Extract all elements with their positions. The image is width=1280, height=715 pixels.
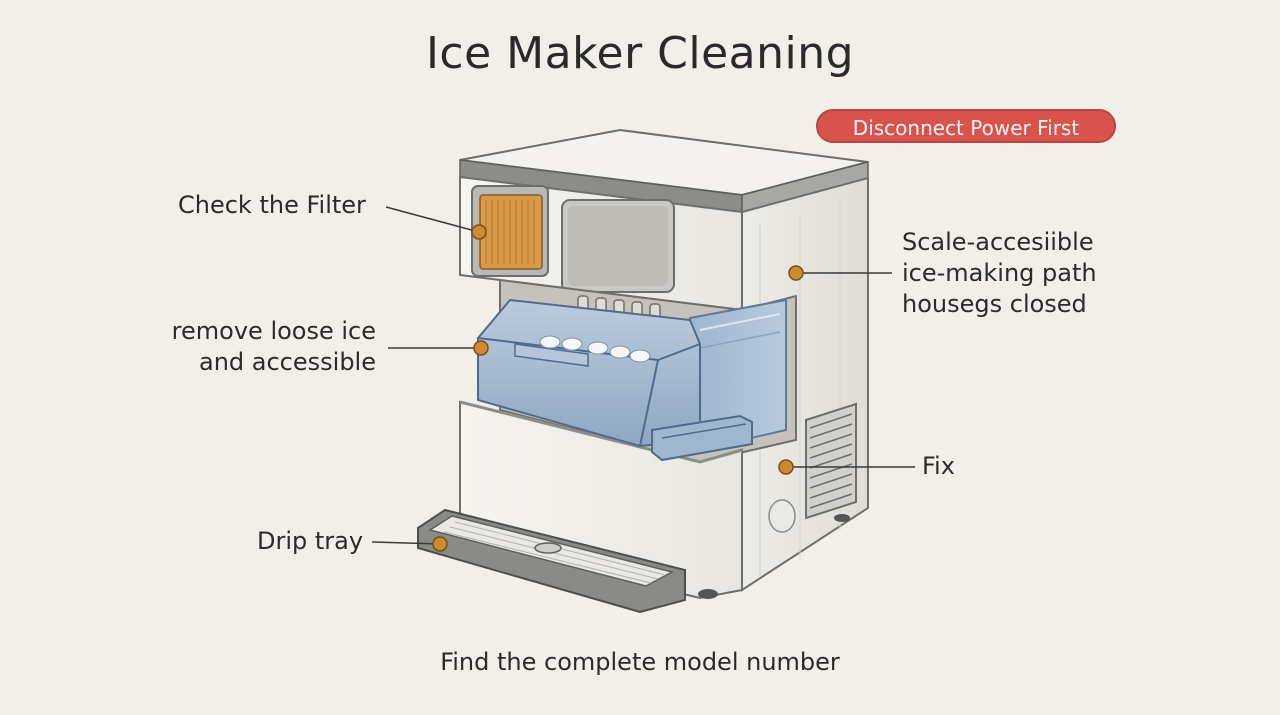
label-remove-loose-ice: remove loose ice and accessible (150, 316, 376, 378)
control-window (561, 199, 675, 293)
label-fix: Fix (922, 452, 955, 480)
callout-markers (432, 224, 804, 552)
label-ice-making-path: Scale-accesiible ice-making path housegs… (902, 227, 1097, 320)
ice-cubes (539, 335, 651, 363)
filter-cartridge-icon (479, 194, 543, 270)
label-ice-path-line-1: Scale-accesiible (902, 228, 1094, 256)
label-remove-loose-ice-line-1: remove loose ice (171, 317, 376, 345)
drip-tray (417, 508, 686, 614)
label-check-filter: Check the Filter (178, 191, 366, 219)
ice-scoop-tray (651, 414, 753, 462)
fix-marker (778, 459, 794, 475)
label-remove-loose-ice-line-2: and accessible (199, 348, 376, 376)
callout-leader-lines (371, 206, 915, 545)
vent-grille-icon (805, 402, 857, 520)
machine-feet (698, 514, 850, 599)
loose-ice-marker (473, 340, 489, 356)
filter-compartment (471, 185, 549, 277)
disconnect-power-badge: Disconnect Power First (816, 109, 1116, 143)
label-ice-path-line-2: ice-making path (902, 259, 1097, 287)
diagram-title: Ice Maker Cleaning (425, 28, 855, 79)
label-ice-path-line-3: housegs closed (902, 290, 1087, 318)
footer-caption: Find the complete model number (440, 648, 840, 676)
drain-plug-icon (768, 499, 796, 533)
ice-bin (477, 298, 701, 448)
label-drip-tray: Drip tray (257, 527, 364, 555)
drip-tray-marker (432, 536, 448, 552)
ice-path-marker (788, 265, 804, 281)
filter-marker (471, 224, 487, 240)
